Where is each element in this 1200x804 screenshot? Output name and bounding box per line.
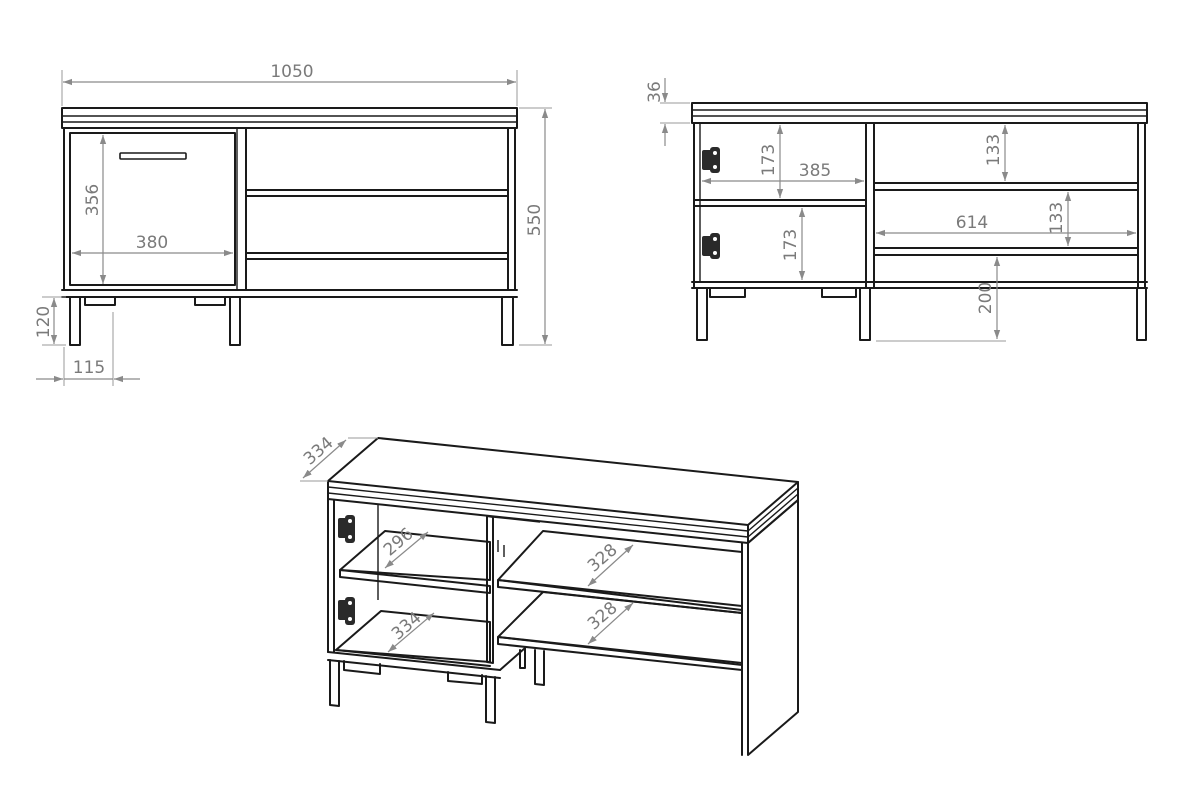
dim-leg-height: 120 [34, 306, 54, 338]
iso-top-board [327, 437, 799, 544]
dim-left-width: 385 [799, 161, 831, 181]
dim-right-upper-shelf-depth: 328 [584, 540, 622, 576]
dim-overall-width: 1050 [270, 62, 313, 82]
leg-front-mid [229, 296, 241, 346]
dim-right-lower-height: 133 [1047, 202, 1067, 234]
dim-right-width: 614 [956, 213, 988, 233]
leg-front-left [69, 296, 81, 346]
dim-left-upper-height: 173 [759, 144, 779, 176]
dim-right-upper-height: 133 [984, 134, 1004, 166]
dim-depth: 334 [300, 433, 338, 469]
dim-door-width: 380 [136, 233, 168, 253]
dim-door-height: 356 [83, 184, 103, 216]
iso-hinge-upper-icon [338, 515, 355, 543]
hinge-lower-icon [702, 233, 720, 259]
interior-top-board [691, 102, 1148, 124]
dim-left-upper-shelf-depth: 296 [380, 524, 418, 560]
iso-hinge-lower-icon [338, 597, 355, 625]
dim-clearance-height: 200 [976, 282, 996, 314]
dim-right-lower-shelf-depth: 328 [584, 598, 622, 634]
door-panel [69, 132, 236, 286]
isometric-view: 334 296 334 328 328 [300, 433, 799, 756]
dim-left-lower-shelf-depth: 334 [388, 608, 426, 644]
door-handle [119, 152, 187, 160]
top-board [61, 107, 518, 129]
leg-front-right [501, 296, 514, 346]
iso-left-shelf-upper [339, 569, 491, 594]
dim-overall-height: 550 [525, 204, 545, 236]
iso-right-shelf-lower [497, 636, 743, 671]
dim-left-lower-height: 173 [781, 229, 801, 261]
dim-top-thickness: 36 [645, 81, 665, 103]
dim-leg-inset: 115 [73, 358, 105, 378]
hinge-upper-icon [702, 147, 720, 173]
interior-view: 36 173 385 173 133 133 614 200 [645, 78, 1148, 342]
front-view: 1050 550 356 380 120 115 [34, 62, 552, 386]
